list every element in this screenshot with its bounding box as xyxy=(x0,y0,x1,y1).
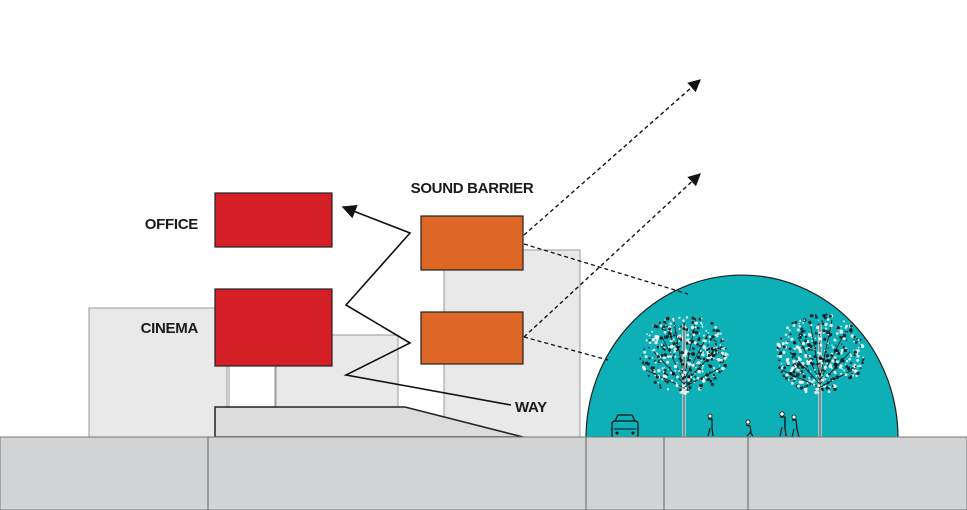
office-building xyxy=(214,192,333,248)
way-label: WAY xyxy=(515,399,547,416)
tree-icon xyxy=(639,316,729,437)
person-icon xyxy=(791,414,800,438)
sound-barrier-upper xyxy=(420,215,524,271)
barrier-to-dome-line-upper xyxy=(523,243,689,295)
person-icon xyxy=(745,419,754,437)
cinema-building xyxy=(214,288,333,367)
ground xyxy=(0,436,967,510)
deflection-arrow-upper xyxy=(523,79,701,236)
sound-barrier-label: SOUND BARRIER xyxy=(411,180,534,197)
background-block-left xyxy=(88,307,228,439)
tree-icon xyxy=(776,313,865,437)
person-icon xyxy=(779,411,787,437)
person-icon xyxy=(707,413,714,437)
sound-barrier-lower xyxy=(420,311,524,365)
deflection-arrow-lower xyxy=(523,173,701,338)
cinema-label: CINEMA xyxy=(141,320,199,337)
barrier-to-dome-line-lower xyxy=(523,336,609,361)
sound-reflection-path xyxy=(341,204,512,406)
office-label: OFFICE xyxy=(145,216,198,233)
